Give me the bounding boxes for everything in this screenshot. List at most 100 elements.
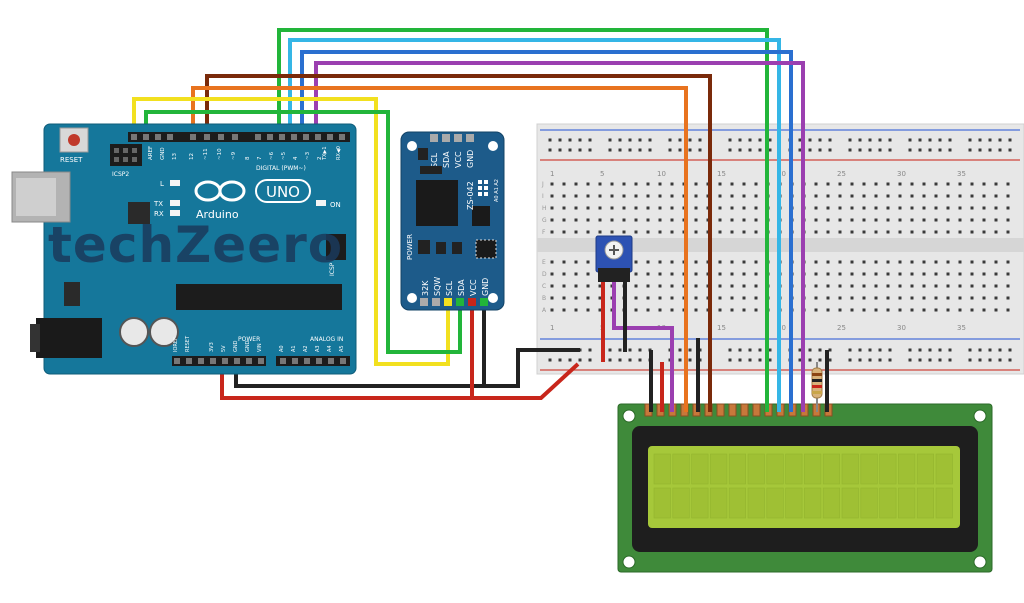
breadboard-hole [578,138,582,142]
pin-label: 13 [172,153,178,160]
usb-chip [128,202,150,224]
breadboard-hole [610,206,614,210]
breadboard-hole [586,308,590,312]
breadboard-hole [608,358,612,362]
breadboard-hole [562,296,566,300]
uno-badge-text: UNO [266,183,300,201]
digital-label: DIGITAL (PWM~) [256,165,306,172]
breadboard-hole [758,148,762,152]
breadboard-hole [862,230,866,234]
breadboard-hole [838,218,842,222]
breadboard-hole [850,260,854,264]
breadboard-hole [838,206,842,210]
breadboard-hole [978,148,982,152]
breadboard-hole [646,206,650,210]
wire-brown-d11 [205,74,712,412]
icsp-label: ICSP [329,262,336,276]
breadboard-hole [550,308,554,312]
header-pin [210,358,216,364]
breadboard-hole [638,148,642,152]
breadboard-hole [818,358,822,362]
breadboard-hole [958,284,962,288]
breadboard-hole [958,194,962,198]
breadboard-hole [738,358,742,362]
breadboard-hole [754,206,758,210]
breadboard-hole [728,358,732,362]
breadboard-hole [994,206,998,210]
breadboard-hole [862,308,866,312]
header-pin [131,134,137,140]
lcd-char-cell [728,487,747,519]
breadboard-hole [874,272,878,276]
breadboard-hole [934,182,938,186]
rtc-component [452,242,462,254]
breadboard-hole [1006,284,1010,288]
breadboard-hole [948,358,952,362]
breadboard-hole [586,296,590,300]
breadboard-hole [898,308,902,312]
pin-label: 5V [221,345,227,352]
pin-label: GND [233,340,239,352]
lcd-char-cell [822,453,841,485]
breadboard-hole [918,148,922,152]
breadboard-hole [742,182,746,186]
rtc-top-pin-labels: SCL SDA VCC GND [430,150,475,168]
breadboard-hole [548,138,552,142]
header-pin [291,134,297,140]
breadboard-hole [608,348,612,352]
breadboard-hole [588,148,592,152]
breadboard-hole [646,284,650,288]
breadboard-hole [838,308,842,312]
breadboard-hole [934,272,938,276]
breadboard-hole [718,206,722,210]
pin-label: A5 [339,345,345,352]
breadboard-hole [586,218,590,222]
breadboard-hole [994,272,998,276]
row-letter: C [542,283,546,290]
breadboard-hole [730,218,734,222]
digital-header [128,132,350,142]
breadboard-hole [598,230,602,234]
breadboard-hole [988,348,992,352]
breadboard-hole [918,358,922,362]
breadboard-hole [670,284,674,288]
reset-button-cap[interactable] [68,134,80,146]
breadboard-hole [730,194,734,198]
breadboard-hole [742,260,746,264]
breadboard-hole [982,284,986,288]
breadboard-hole [730,260,734,264]
breadboard-hole [958,296,962,300]
breadboard-hole [886,272,890,276]
breadboard-hole [928,348,932,352]
breadboard-hole [562,272,566,276]
breadboard-hole [574,182,578,186]
breadboard-hole [562,230,566,234]
breadboard-hole [658,182,662,186]
breadboard-hole [718,272,722,276]
breadboard-hole [730,206,734,210]
potentiometer[interactable] [595,235,633,282]
breadboard-hole [970,218,974,222]
breadboard-hole [922,206,926,210]
breadboard-hole [694,296,698,300]
breadboard-hole [598,308,602,312]
lcd-module [617,403,993,573]
resistor [811,362,823,412]
breadboard-hole [638,348,642,352]
breadboard-hole [558,138,562,142]
header-pin [292,358,298,364]
col-num: 15 [717,170,726,178]
lcd-char-cell [785,487,803,519]
breadboard-hole [878,348,882,352]
breadboard-hole [970,260,974,264]
breadboard-hole [1006,272,1010,276]
breadboard-hole [610,182,614,186]
pin-label: SQW [433,277,442,296]
breadboard-hole [922,218,926,222]
breadboard-hole [898,260,902,264]
breadboard-hole [634,230,638,234]
breadboard-hole [768,348,772,352]
breadboard-hole [808,148,812,152]
breadboard-hole [694,272,698,276]
